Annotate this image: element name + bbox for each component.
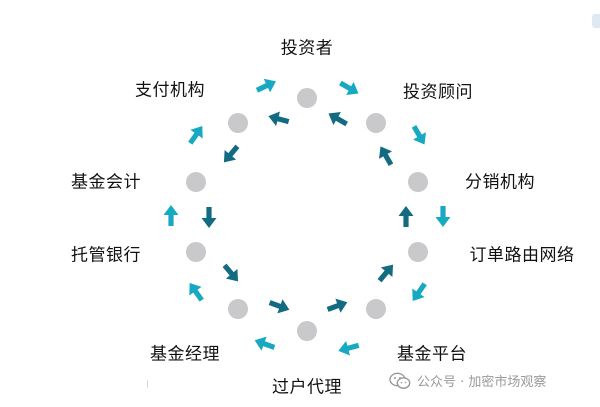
node-label-distributor: 分销机构 bbox=[465, 172, 535, 193]
outer-flow-arrow-10 bbox=[255, 78, 276, 93]
node-dot-fund_manager bbox=[228, 299, 248, 319]
inner-flow-arrow-10 bbox=[328, 112, 348, 127]
divider-mark bbox=[147, 380, 148, 388]
outer-flow-arrow-6 bbox=[254, 336, 276, 351]
outer-flow-arrow-7 bbox=[189, 282, 204, 302]
outer-flow-arrow-3 bbox=[435, 206, 451, 227]
node-label-fund_accounting: 基金会计 bbox=[71, 172, 141, 193]
node-label-order_routing: 订单路由网络 bbox=[469, 245, 575, 266]
inner-flow-arrow-2 bbox=[223, 144, 240, 163]
node-label-payment_institution: 支付机构 bbox=[135, 80, 205, 101]
inner-flow-arrow-7 bbox=[377, 264, 394, 283]
inner-flow-arrow-5 bbox=[268, 299, 290, 314]
node-label-fund_manager: 基金经理 bbox=[150, 344, 220, 365]
node-dot-fund_accounting bbox=[186, 172, 206, 192]
node-dot-advisor bbox=[366, 113, 386, 133]
node-label-fund_platform: 基金平台 bbox=[397, 344, 467, 365]
corner-badge bbox=[592, 14, 600, 28]
inner-flow-arrow-8 bbox=[398, 206, 414, 227]
inner-flow-arrow-3 bbox=[201, 207, 217, 228]
outer-flow-arrow-9 bbox=[188, 125, 203, 145]
watermark-text: 公众号 · 加密市场观察 bbox=[417, 375, 547, 390]
inner-flow-arrow-6 bbox=[326, 298, 348, 313]
inner-flow-arrow-4 bbox=[222, 263, 239, 282]
outer-flow-arrow-1 bbox=[339, 80, 359, 95]
node-dot-fund_platform bbox=[366, 299, 386, 319]
outer-flow-arrow-8 bbox=[163, 205, 179, 226]
outer-flow-arrow-4 bbox=[412, 282, 427, 302]
node-dot-distributor bbox=[408, 172, 428, 192]
node-label-transfer_agent: 过户代理 bbox=[272, 377, 342, 398]
node-dot-order_routing bbox=[408, 242, 428, 262]
node-dot-transfer_agent bbox=[297, 321, 317, 341]
inner-flow-arrow-1 bbox=[268, 111, 290, 126]
node-label-investor: 投资者 bbox=[280, 38, 334, 59]
node-dot-custodian bbox=[186, 242, 206, 262]
outer-flow-arrow-5 bbox=[338, 341, 360, 356]
node-dot-investor bbox=[297, 88, 317, 108]
node-label-advisor: 投资顾问 bbox=[403, 82, 473, 103]
wechat-icon bbox=[389, 372, 411, 389]
watermark: 公众号 · 加密市场观察 bbox=[389, 371, 546, 390]
node-label-custodian: 托管银行 bbox=[71, 245, 141, 266]
outer-flow-arrow-2 bbox=[411, 125, 426, 145]
inner-flow-arrow-9 bbox=[379, 146, 394, 166]
node-dot-payment_institution bbox=[228, 113, 248, 133]
